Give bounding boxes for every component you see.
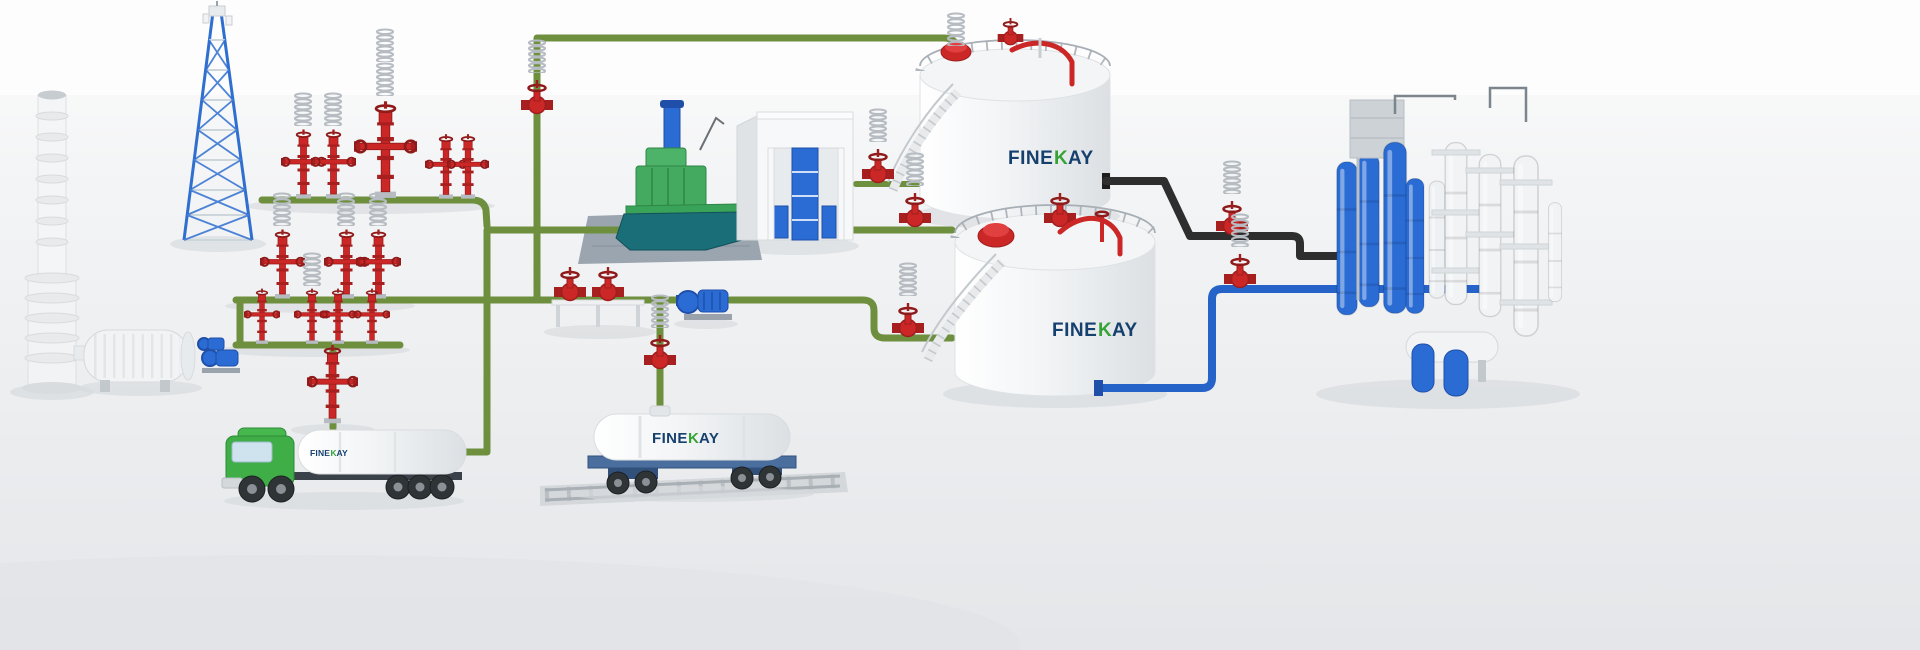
brand-text-ay: AY: [699, 430, 719, 447]
scrubber-vessel: [73, 329, 196, 392]
process-column-white: [1546, 201, 1564, 304]
process-plant: [1335, 86, 1564, 397]
storage-tank-2: FINE K AY: [921, 191, 1160, 397]
brand-text-fine: FINE: [1052, 320, 1097, 341]
process-column-blue: [1381, 140, 1409, 315]
process-column-white: [1443, 140, 1469, 307]
tank-brand-logo: FINE K AY: [1052, 320, 1138, 341]
brand-text-k: K: [331, 448, 338, 458]
process-column-blue: [1404, 177, 1426, 315]
brand-text-fine: FINE: [652, 430, 688, 447]
brand-text-fine: FINE: [310, 448, 330, 458]
brand-text-k: K: [1054, 148, 1068, 169]
storage-tank-1: FINE K AY: [887, 12, 1115, 220]
brand-text-k: K: [688, 430, 699, 447]
transfer-pumps: [197, 337, 240, 373]
metering-building: [736, 111, 854, 241]
truck-brand-logo: FINE K AY: [310, 448, 348, 458]
pipeline-blue: [1094, 285, 1496, 396]
brand-text-ay: AY: [1068, 148, 1094, 169]
comm-tower: [182, 1, 254, 241]
metering-skid: [551, 265, 645, 327]
rail-tank-car: FINE K AY: [587, 405, 797, 495]
brand-text-ay: AY: [337, 448, 349, 458]
process-column-white: [1427, 179, 1447, 300]
brand-text-ay: AY: [1112, 320, 1138, 341]
process-pump: [676, 289, 732, 320]
process-column-blue: [1357, 152, 1381, 309]
tank-brand-logo: FINE K AY: [1008, 148, 1094, 169]
process-column-blue: [1335, 160, 1359, 317]
brand-text-fine: FINE: [1008, 148, 1053, 169]
railcar-brand-logo: FINE K AY: [652, 430, 719, 447]
tanker-truck: FINE K AY: [221, 427, 467, 503]
brand-text-k: K: [1098, 320, 1112, 341]
